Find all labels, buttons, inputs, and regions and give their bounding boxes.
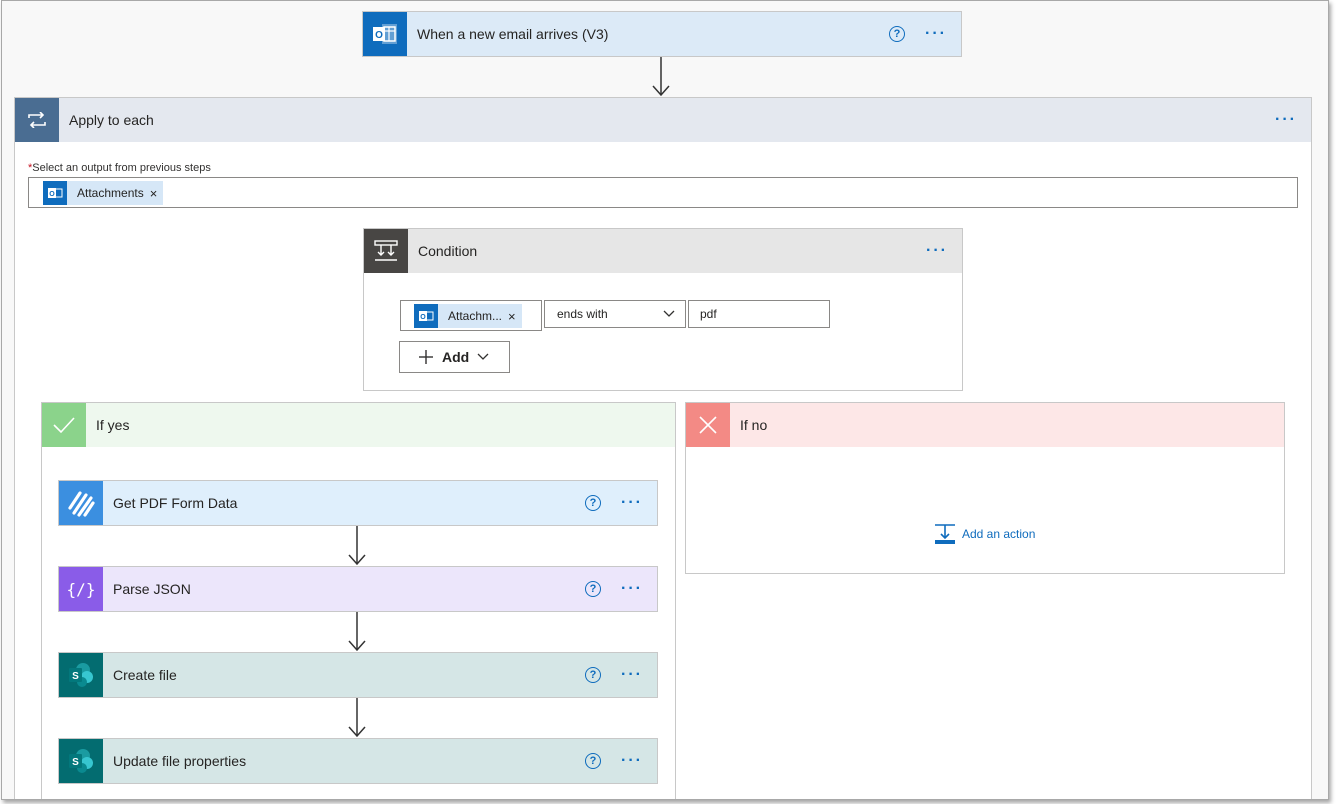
more-options-button[interactable]: ··· — [621, 494, 643, 511]
chevron-down-icon — [477, 353, 489, 360]
step-title: Create file — [113, 667, 177, 683]
operator-value: ends with — [557, 307, 608, 321]
help-icon[interactable]: ? — [585, 495, 602, 511]
condition-value-input[interactable]: pdf — [688, 300, 830, 328]
flow-arrow — [348, 526, 366, 566]
trigger-card[interactable]: O When a new email arrives (V3) ? ··· — [362, 11, 962, 57]
add-action-label: Add an action — [962, 527, 1036, 541]
step-title: Get PDF Form Data — [113, 495, 238, 511]
condition-icon — [364, 229, 408, 273]
pdf-form-icon — [59, 481, 103, 525]
sharepoint-icon: S — [59, 739, 103, 783]
condition-value: pdf — [700, 307, 717, 321]
flow-arrow — [348, 612, 366, 652]
field-label-text: Select an output from previous steps — [32, 162, 211, 174]
svg-text:O: O — [49, 191, 55, 198]
add-button[interactable]: Add — [399, 341, 510, 373]
step-title: Parse JSON — [113, 581, 191, 597]
condition-card: Condition ··· O Attachm... × ends with p… — [363, 228, 963, 391]
remove-token-button[interactable]: × — [508, 308, 516, 324]
output-select-field[interactable]: O Attachments × — [28, 177, 1298, 208]
outlook-icon: O — [43, 181, 67, 205]
more-options-button[interactable]: ··· — [926, 242, 948, 259]
add-action-button[interactable]: Add an action — [934, 523, 1035, 545]
help-icon[interactable]: ? — [585, 667, 602, 683]
more-options-button[interactable]: ··· — [621, 666, 643, 683]
svg-text:O: O — [420, 314, 426, 321]
flow-arrow — [652, 57, 670, 97]
svg-text:S: S — [72, 757, 79, 768]
remove-token-button[interactable]: × — [149, 185, 158, 201]
help-icon[interactable]: ? — [585, 753, 602, 769]
plus-icon — [419, 350, 433, 364]
check-icon — [42, 403, 86, 447]
operator-dropdown[interactable]: ends with — [544, 300, 686, 328]
step-get-pdf-form-data[interactable]: Get PDF Form Data ? ··· — [58, 480, 658, 526]
braces-icon: {∕} — [59, 567, 103, 611]
field-label: *Select an output from previous steps — [28, 162, 211, 174]
sharepoint-icon: S — [59, 653, 103, 697]
apply-to-each-header[interactable]: Apply to each ··· — [15, 98, 1311, 142]
more-options-button[interactable]: ··· — [621, 752, 643, 769]
if-yes-header[interactable]: If yes — [42, 403, 675, 447]
outlook-icon: O — [414, 304, 438, 328]
outlook-icon: O — [363, 12, 407, 56]
loop-icon — [15, 98, 59, 142]
step-update-file-properties[interactable]: S Update file properties ? ··· — [58, 738, 658, 784]
more-options-button[interactable]: ··· — [925, 25, 947, 42]
chevron-down-icon — [663, 310, 675, 317]
help-icon[interactable]: ? — [889, 26, 906, 42]
step-parse-json[interactable]: {∕} Parse JSON ? ··· — [58, 566, 658, 612]
step-title: Update file properties — [113, 753, 247, 769]
help-icon[interactable]: ? — [585, 581, 602, 597]
apply-to-each-title: Apply to each — [69, 112, 154, 128]
condition-title: Condition — [418, 243, 478, 259]
svg-text:S: S — [72, 671, 79, 682]
add-action-icon — [935, 524, 955, 544]
step-create-file[interactable]: S Create file ? ··· — [58, 652, 658, 698]
svg-text:O: O — [375, 30, 383, 41]
token-label: Attachments — [77, 186, 144, 200]
required-marker: * — [28, 162, 33, 174]
more-options-button[interactable]: ··· — [621, 580, 643, 597]
if-no-header[interactable]: If no — [686, 403, 1284, 447]
condition-header[interactable]: Condition ··· — [364, 229, 962, 273]
add-label: Add — [442, 349, 470, 365]
if-no-branch: If no Add an action — [685, 402, 1285, 574]
more-options-button[interactable]: ··· — [1275, 111, 1297, 128]
trigger-title: When a new email arrives (V3) — [417, 26, 609, 42]
if-no-title: If no — [740, 417, 768, 433]
apply-to-each-container: Apply to each ··· *Select an output from… — [14, 97, 1312, 799]
if-yes-title: If yes — [96, 417, 130, 433]
condition-left-operand[interactable]: O Attachm... × — [400, 300, 542, 331]
close-icon — [686, 403, 730, 447]
flow-arrow — [348, 698, 366, 738]
if-yes-branch: If yes Get PDF Form Data ? ··· — [41, 402, 676, 799]
attachment-token[interactable]: O Attachm... × — [414, 304, 522, 328]
token-label: Attachm... — [448, 309, 503, 323]
attachments-token[interactable]: O Attachments × — [43, 181, 164, 205]
